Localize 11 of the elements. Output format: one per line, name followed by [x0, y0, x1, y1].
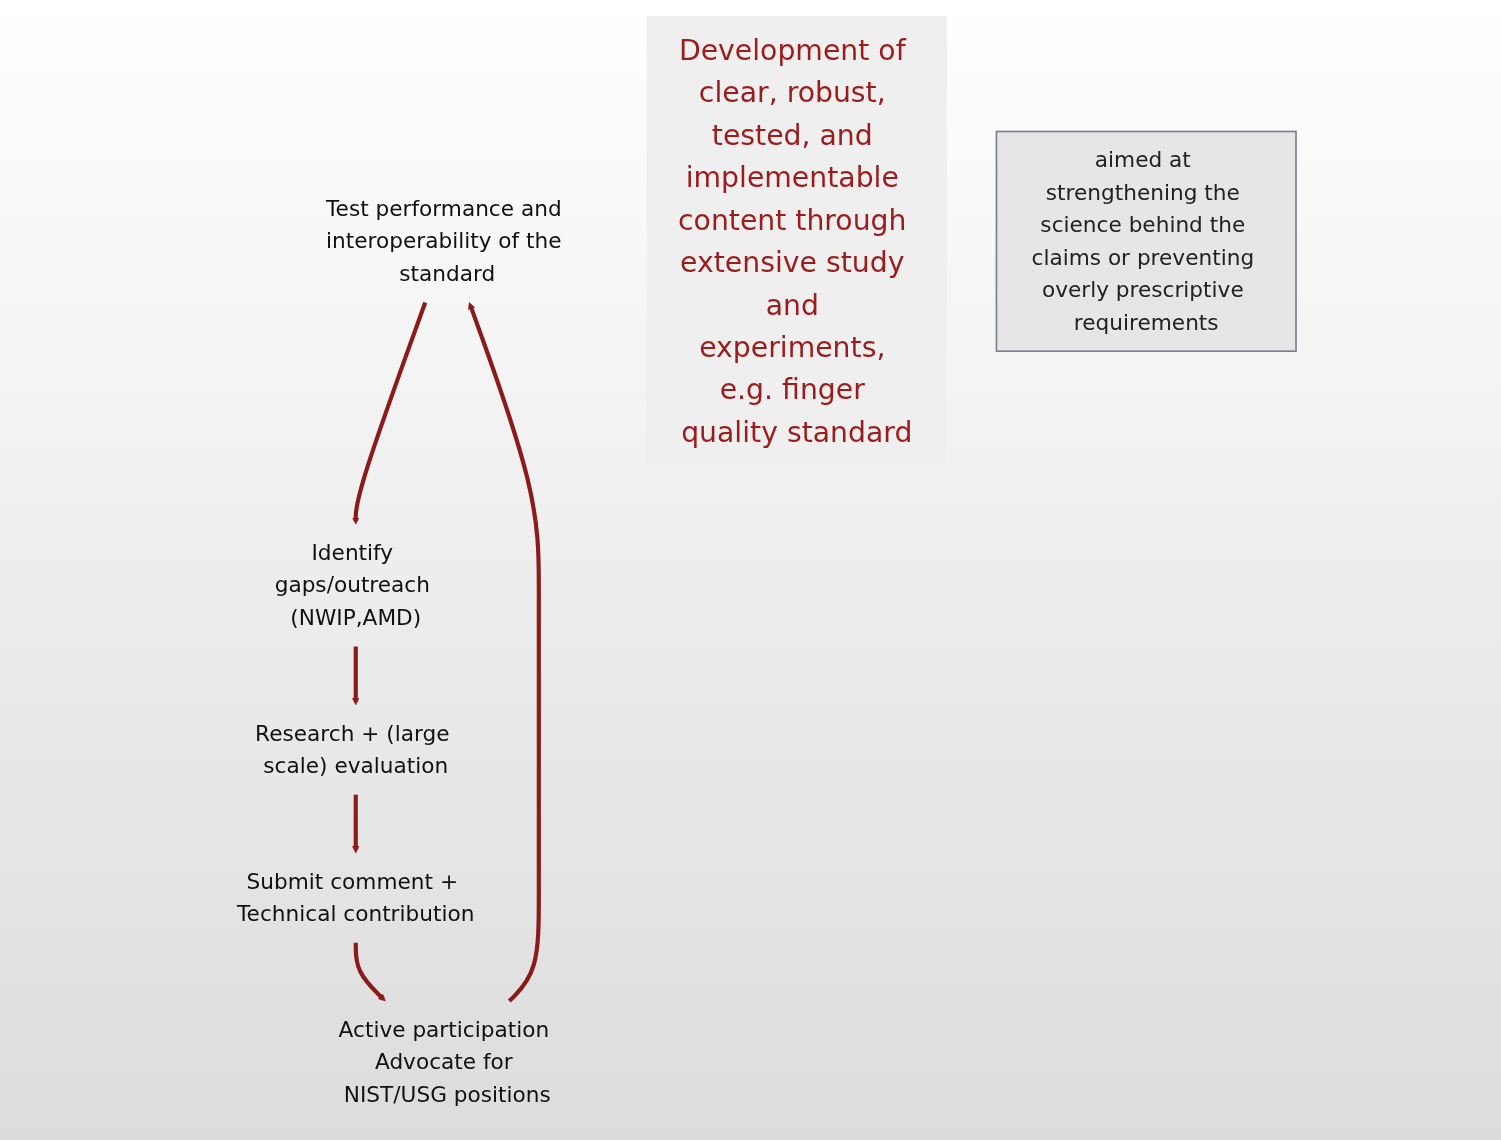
node-text: Active participation Advocate for NIST/USG positions — [338, 1016, 551, 1107]
arrow — [351, 646, 359, 706]
node-text: Identify gaps/outreach (NWIP,AMD) — [274, 540, 430, 630]
node-text: Research + (large scale) evaluation — [254, 720, 450, 779]
node-text: Submit comment + Technical contribution — [236, 868, 474, 927]
node-box: aimed at strengthening the science behind the claims or preventing overly prescriptive requirements — [995, 130, 1297, 352]
arrow — [351, 301, 427, 525]
arrow — [467, 302, 541, 1003]
arrow — [351, 794, 359, 854]
arrow — [353, 942, 386, 1002]
node-text: Test performance and interoperability of the standard — [325, 195, 562, 286]
